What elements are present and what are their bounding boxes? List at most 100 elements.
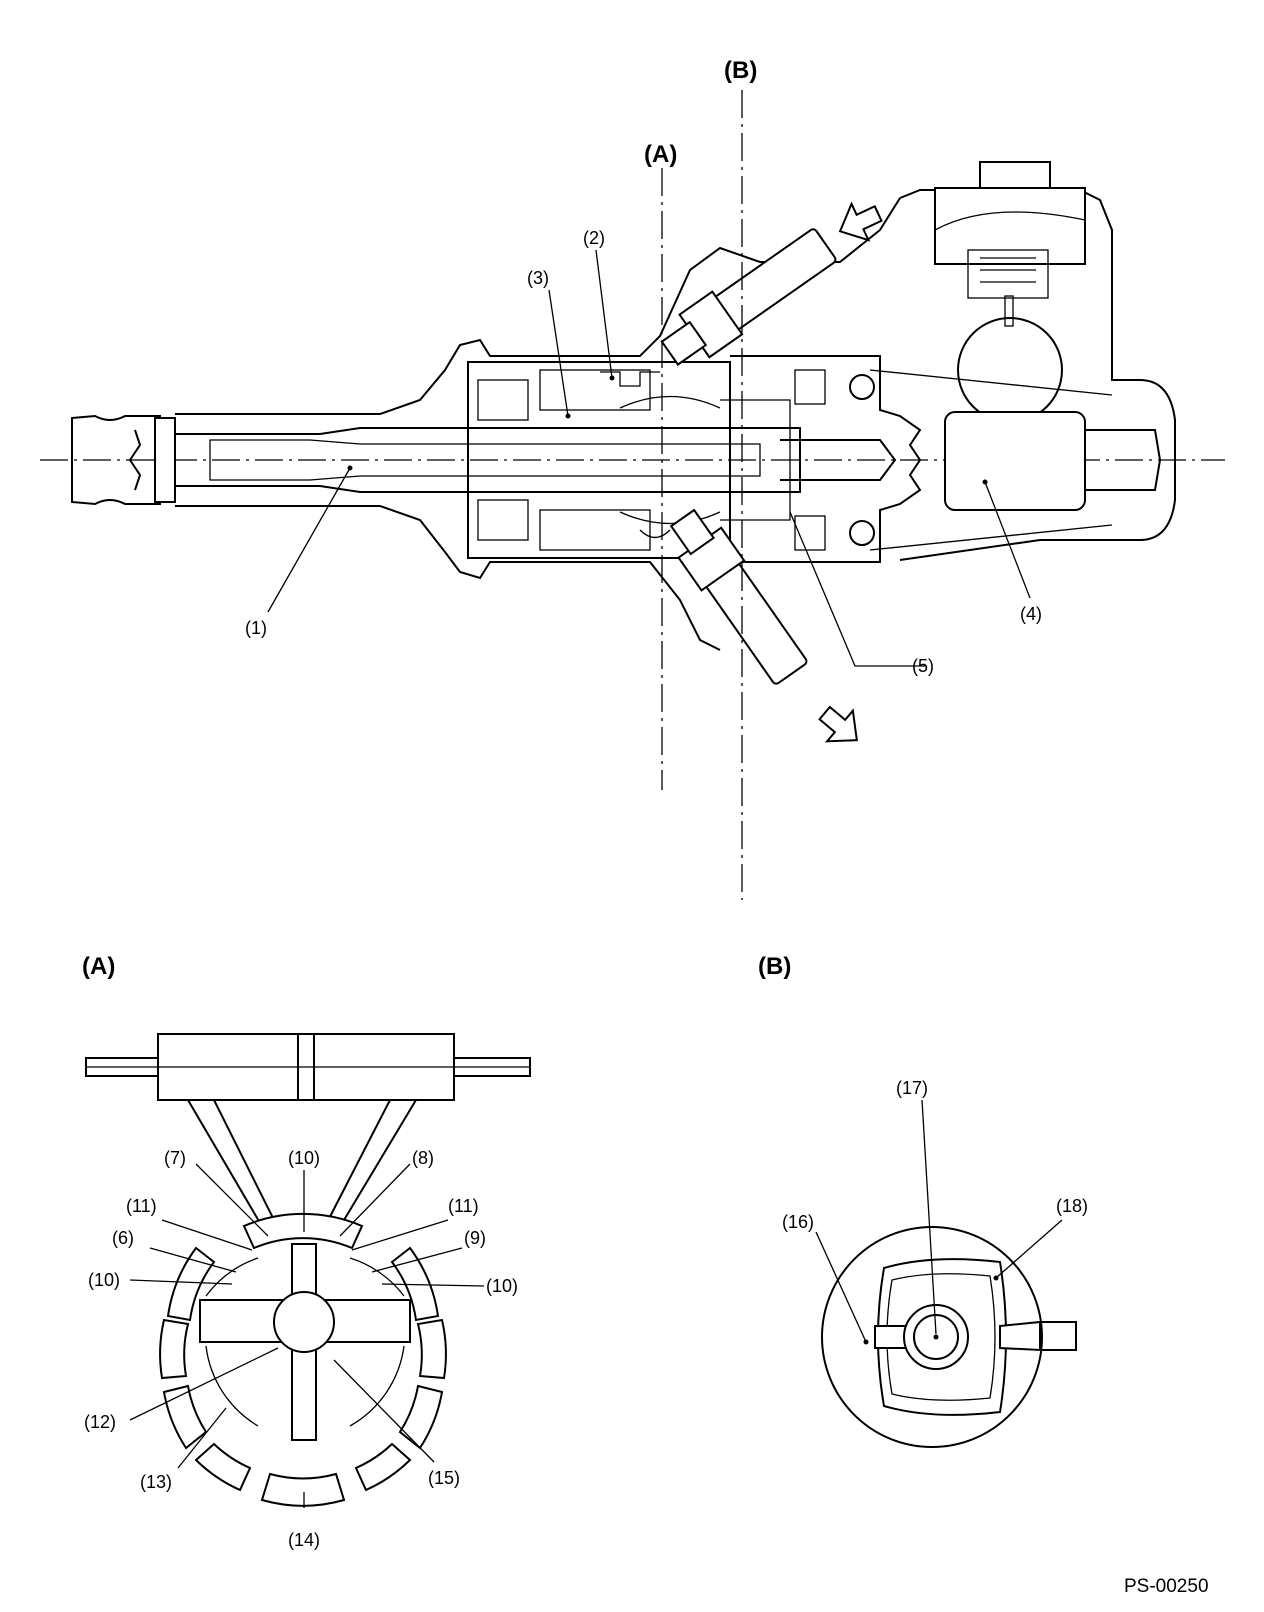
leader-12 [129, 1347, 279, 1421]
lower-bearing-ball [849, 520, 875, 546]
torsion-bar [209, 439, 761, 481]
callout-18: (18) [1056, 1196, 1088, 1216]
coupling-collar [154, 417, 176, 503]
leader-10-right [381, 1283, 485, 1287]
leader-9 [371, 1247, 463, 1273]
rotor-arc-upper [619, 395, 721, 409]
lower-oil-seal [477, 499, 529, 541]
housing-lower-outline [175, 505, 721, 651]
leader-8 [339, 1163, 411, 1237]
rack-housing-outline [899, 189, 1176, 561]
rack-end [1085, 429, 1162, 491]
leader-3 [548, 289, 569, 417]
callout-12: (12) [84, 1412, 116, 1432]
callout-11-right: (11) [448, 1196, 479, 1216]
callout-8: (8) [412, 1148, 434, 1168]
leader-10-left [129, 1279, 233, 1285]
leader-15 [333, 1359, 435, 1463]
flow-out-arrow-icon [818, 705, 858, 743]
callout-11-left: (11) [126, 1196, 157, 1216]
leader-13 [177, 1407, 227, 1469]
callout-2: (2) [583, 228, 605, 248]
upper-oil-seal [477, 379, 529, 421]
leader-6 [149, 1247, 237, 1273]
upper-bearing-seal [794, 369, 826, 405]
housing-tab [1040, 1321, 1077, 1351]
shaft-coupling [71, 414, 161, 506]
sleeve-segment-left-lower [162, 1384, 208, 1450]
rack-guide-ball [957, 317, 1063, 423]
input-shaft [174, 427, 801, 493]
sleeve-segment-left [159, 1318, 190, 1380]
callout-10-left: (10) [88, 1270, 120, 1290]
leader-1 [267, 467, 351, 613]
pinion-sleeve [720, 399, 791, 521]
leader-18-dot [993, 1275, 999, 1281]
valve-housing [467, 361, 731, 559]
detail-b-pinion-section: (B) (17) (16) (18) [758, 953, 1088, 1448]
leader-18 [995, 1219, 1063, 1279]
leader-2 [595, 249, 613, 379]
rack-guide-cap [934, 187, 1086, 265]
callout-15: (15) [428, 1468, 460, 1488]
rack-taper-upper [869, 369, 1113, 396]
inner-rotor-arcs [205, 1257, 405, 1427]
callout-10-right: (10) [486, 1276, 518, 1296]
rack-guide-break [934, 211, 1086, 231]
callout-9: (9) [464, 1228, 486, 1248]
pinion-inner-profile [886, 1273, 996, 1401]
callout-1: (1) [245, 618, 267, 638]
lower-pipe-fitting [669, 508, 808, 685]
valve-sleeve-upper [539, 369, 651, 411]
leader-17 [921, 1099, 937, 1335]
coupling-break [128, 429, 142, 491]
section-label-a: (A) [644, 141, 677, 168]
section-label-b: (B) [724, 57, 757, 84]
sleeve-segment-bottom-left [194, 1442, 252, 1492]
leader-16-dot [863, 1339, 869, 1345]
callout-7: (7) [164, 1148, 186, 1168]
rack-bar [944, 411, 1086, 511]
rotor-center-bore [273, 1291, 335, 1353]
callout-13: (13) [140, 1472, 172, 1492]
callout-17: (17) [896, 1078, 928, 1098]
callout-6: (6) [112, 1228, 134, 1248]
valve-ports-upper [600, 371, 660, 387]
detail-a-label: (A) [82, 953, 115, 980]
upper-bearing-ball [849, 374, 875, 400]
rack-taper-lower [869, 524, 1113, 551]
leader-11-right [351, 1219, 449, 1251]
detail-b-label: (B) [758, 953, 791, 980]
pinion-flat-left [874, 1325, 908, 1349]
sleeve-segment-right [416, 1318, 447, 1380]
leader-3-dot [565, 413, 571, 419]
rotor-arc-lower [619, 511, 721, 525]
detail-a-rotary-valve: (A) [82, 953, 531, 1550]
leader-5 [789, 511, 925, 667]
valve-port-lower [639, 529, 671, 539]
callout-10-top: (10) [288, 1148, 320, 1168]
detail-a-leaders [129, 1163, 485, 1508]
figure-reference: PS-00250 [1124, 1576, 1209, 1597]
gearbox-cross-section: (A) (B) (1) (2) (3) (4) (5) [40, 57, 1225, 900]
adjusting-screw [979, 161, 1051, 191]
callout-5: (5) [912, 656, 934, 676]
sleeve-segment-bottom [260, 1472, 346, 1507]
leader-2-dot [609, 375, 615, 381]
leader-7 [195, 1163, 269, 1237]
leader-11-left [161, 1219, 253, 1251]
sleeve-segment-bottom-right [354, 1442, 412, 1492]
pinion-shaft-tip [780, 439, 897, 481]
rack-guide-spring-housing [967, 249, 1049, 299]
valve-sleeve-lower [539, 509, 651, 551]
lower-bearing-seal [794, 515, 826, 551]
leader-16 [815, 1231, 867, 1343]
upper-pipe-fitting [660, 228, 837, 366]
pinion-flat-right [999, 1320, 1041, 1352]
rack-guide-spring [980, 257, 1036, 283]
pinion-housing [730, 355, 922, 563]
leader-4-dot [982, 479, 988, 485]
upper-pipe-end [660, 320, 708, 366]
